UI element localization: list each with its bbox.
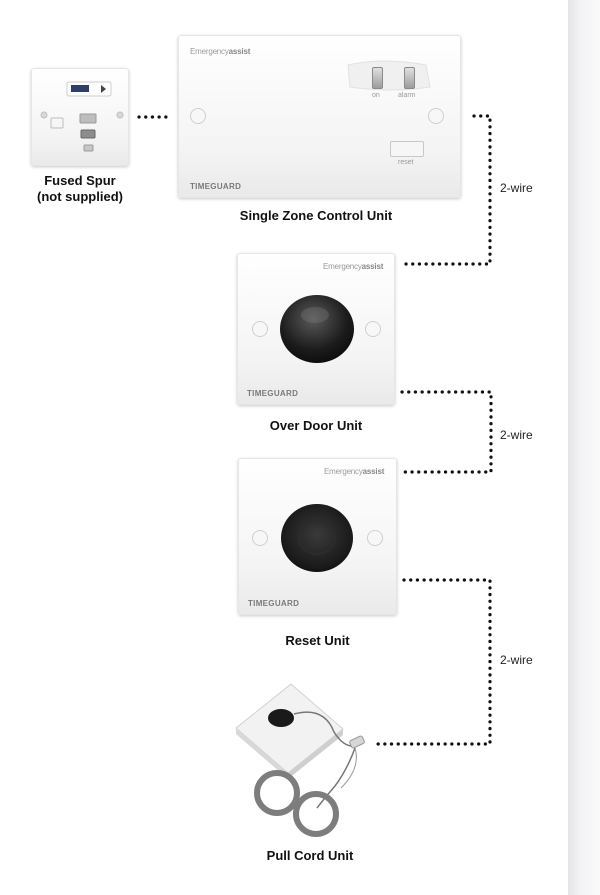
screw-hole-icon xyxy=(252,530,268,546)
fused-spur-faceplate-icon xyxy=(40,81,124,152)
fused-spur-caption-line2: (not supplied) xyxy=(37,189,123,204)
on-switch-label: on xyxy=(372,92,380,99)
control-unit: Emergencyassist on alarm reset TIMEGUARD xyxy=(178,35,461,198)
wire-label-2: 2-wire xyxy=(500,428,533,442)
wire-label-1: 2-wire xyxy=(500,181,533,195)
control-unit-caption: Single Zone Control Unit xyxy=(239,208,393,223)
over-door-brand: Emergencyassist xyxy=(323,262,384,271)
page-side-shade xyxy=(568,0,600,895)
reset-button-label: reset xyxy=(398,159,414,166)
reset-unit-brand: Emergencyassist xyxy=(324,467,385,476)
reset-unit-caption: Reset Unit xyxy=(285,633,350,648)
fused-spur-unit xyxy=(31,68,129,166)
control-unit-maker-logo: TIMEGUARD xyxy=(190,182,242,191)
screw-hole-icon xyxy=(428,108,444,124)
wire-reset-to-pullcord xyxy=(370,578,492,746)
reset-unit-button-icon xyxy=(281,504,353,572)
fused-spur-caption-line1: Fused Spur xyxy=(44,173,116,188)
over-door-unit: Emergencyassist TIMEGUARD xyxy=(237,253,395,405)
reset-unit-maker-logo: TIMEGUARD xyxy=(248,599,300,608)
on-switch[interactable] xyxy=(372,67,383,89)
over-door-caption: Over Door Unit xyxy=(269,418,363,433)
wire-control-to-door xyxy=(400,114,492,266)
screw-hole-icon xyxy=(367,530,383,546)
fused-spur-caption: Fused Spur (not supplied) xyxy=(24,173,136,205)
screw-hole-icon xyxy=(190,108,206,124)
control-unit-brand: Emergencyassist xyxy=(190,47,251,56)
reset-button[interactable] xyxy=(390,141,424,157)
over-door-maker-logo: TIMEGUARD xyxy=(247,389,299,398)
reset-unit: Emergencyassist TIMEGUARD xyxy=(238,458,397,615)
alarm-switch[interactable] xyxy=(404,67,415,89)
wire-label-3: 2-wire xyxy=(500,653,533,667)
pull-cord-caption: Pull Cord Unit xyxy=(266,848,354,863)
screw-hole-icon xyxy=(365,321,381,337)
wire-door-to-reset xyxy=(400,390,493,474)
screw-hole-icon xyxy=(252,321,268,337)
alarm-switch-label: alarm xyxy=(398,92,416,99)
over-door-indicator-icon xyxy=(280,295,354,363)
